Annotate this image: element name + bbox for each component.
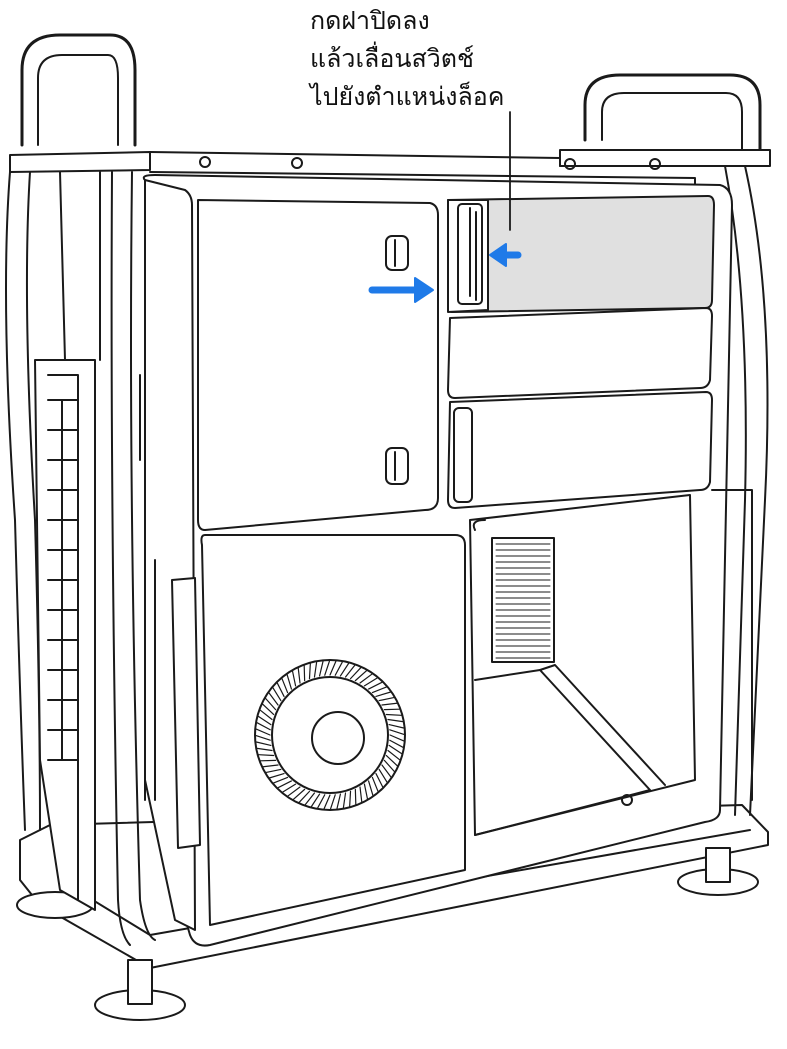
fan-fin xyxy=(309,664,310,679)
callout-text: กดฝาปิดลง แล้วเลื่อนสวิตช์ ไปยังตำแหน่งล… xyxy=(310,2,570,116)
drive-module-top xyxy=(448,196,714,312)
vent xyxy=(492,538,554,662)
right-handle xyxy=(560,75,770,166)
left-handle xyxy=(10,35,150,172)
fan-panel xyxy=(172,535,465,925)
fan-fin xyxy=(386,714,401,715)
foot-front-left xyxy=(95,960,185,1020)
fan-fin xyxy=(350,791,351,806)
upper-cover-panel xyxy=(198,200,438,530)
drive-module-bottom xyxy=(448,392,712,508)
lower-right-panel xyxy=(470,495,695,835)
callout-line-2: แล้วเลื่อนสวิตช์ xyxy=(310,40,570,78)
callout-line-1: กดฝาปิดลง xyxy=(310,2,570,40)
drive-module-middle xyxy=(448,308,712,398)
fan-fin xyxy=(259,755,274,756)
left-frame-tube xyxy=(6,172,25,830)
callout-line-3: ไปยังตำแหน่งล็อค xyxy=(310,78,570,116)
